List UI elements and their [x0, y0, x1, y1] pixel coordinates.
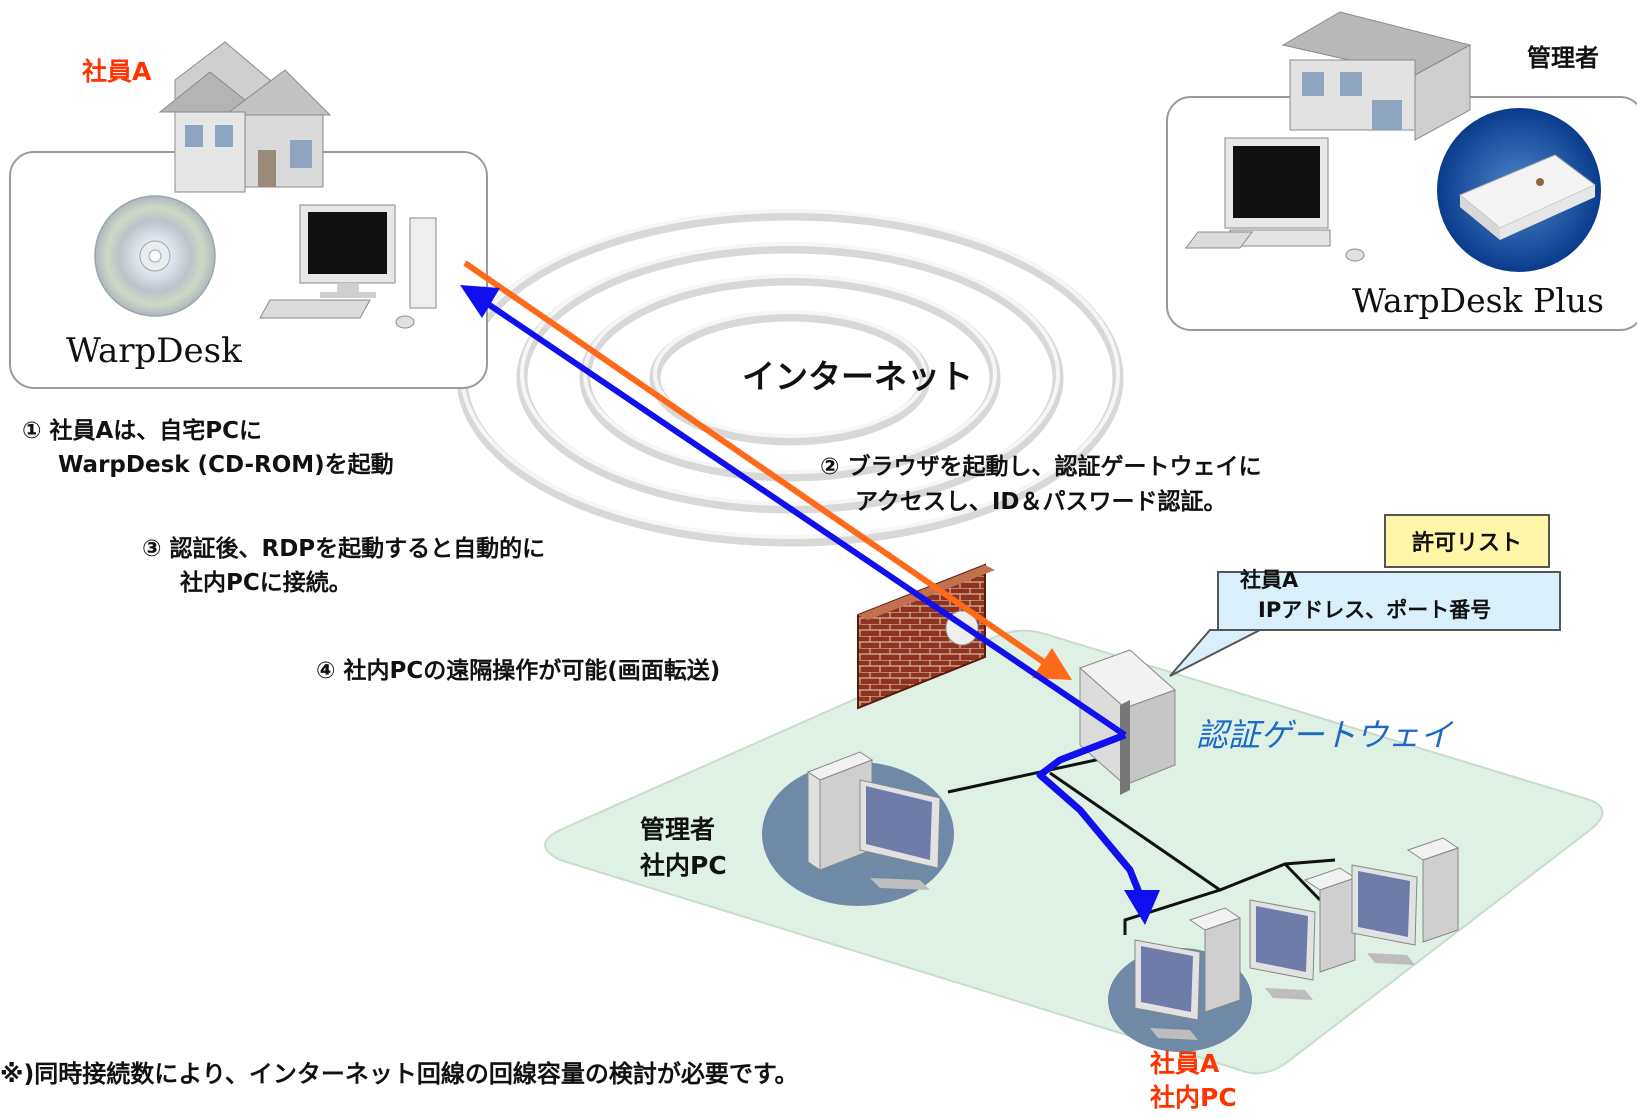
gateway-label: 認証ゲートウェイ [1196, 716, 1454, 754]
step3-line2: 社内PCに接続。 [180, 569, 352, 596]
warpdesk-label: WarpDesk [66, 331, 242, 371]
admin-house-icon [1281, 11, 1472, 141]
office-pc-2-icon [1249, 867, 1357, 1000]
step2-line1: ② ブラウザを起動し、認証ゲートウェイに [820, 453, 1261, 480]
step3-line1: ③ 認証後、RDPを起動すると自動的に [142, 535, 545, 562]
warpdesk-plus-label: WarpDesk Plus [1352, 281, 1604, 320]
admin-pc-icon [1185, 137, 1365, 262]
cd-rom-icon [94, 195, 216, 317]
step2-line2: アクセスし、ID＆パスワード認証。 [855, 488, 1227, 515]
network-links [947, 756, 1336, 935]
step4-text: ④ 社内PCの遠隔操作が可能(画面転送) [316, 657, 720, 684]
step1-line1: ① 社員Aは、自宅PCに [22, 417, 262, 444]
employee-office-pc-label-2: 社内PC [1150, 1083, 1237, 1112]
employee-office-pc-icon [1108, 907, 1252, 1052]
internet-label: インターネット [742, 357, 973, 396]
permit-list-user: 社員A [1239, 568, 1299, 592]
gateway-device-icon [1079, 649, 1176, 795]
step1-line2: WarpDesk (CD-ROM)を起動 [58, 452, 394, 478]
permit-list-callout [1169, 514, 1561, 677]
warpdesk-plus-device-icon [1437, 108, 1601, 272]
footnote: ※)同時接続数により、インターネット回線の回線容量の検討が必要です。 [0, 1060, 798, 1088]
admin-label: 管理者 [1527, 44, 1599, 72]
admin-office-pc-label-2: 社内PC [640, 851, 727, 880]
blue-remote-arrow [460, 285, 1160, 925]
employee-label: 社員A [82, 57, 152, 86]
office-pc-3-icon [1351, 837, 1460, 965]
home-pc-icon [259, 204, 437, 329]
permit-list-title: 許可リスト [1412, 530, 1522, 556]
employee-office-pc-label-1: 社員A [1150, 1049, 1220, 1078]
house-icon [158, 41, 332, 193]
permit-list-detail: IPアドレス、ポート番号 [1258, 598, 1491, 622]
admin-office-pc-icon [762, 751, 954, 906]
orange-auth-arrow [463, 260, 1072, 680]
admin-office-pc-label-1: 管理者 [640, 815, 715, 844]
